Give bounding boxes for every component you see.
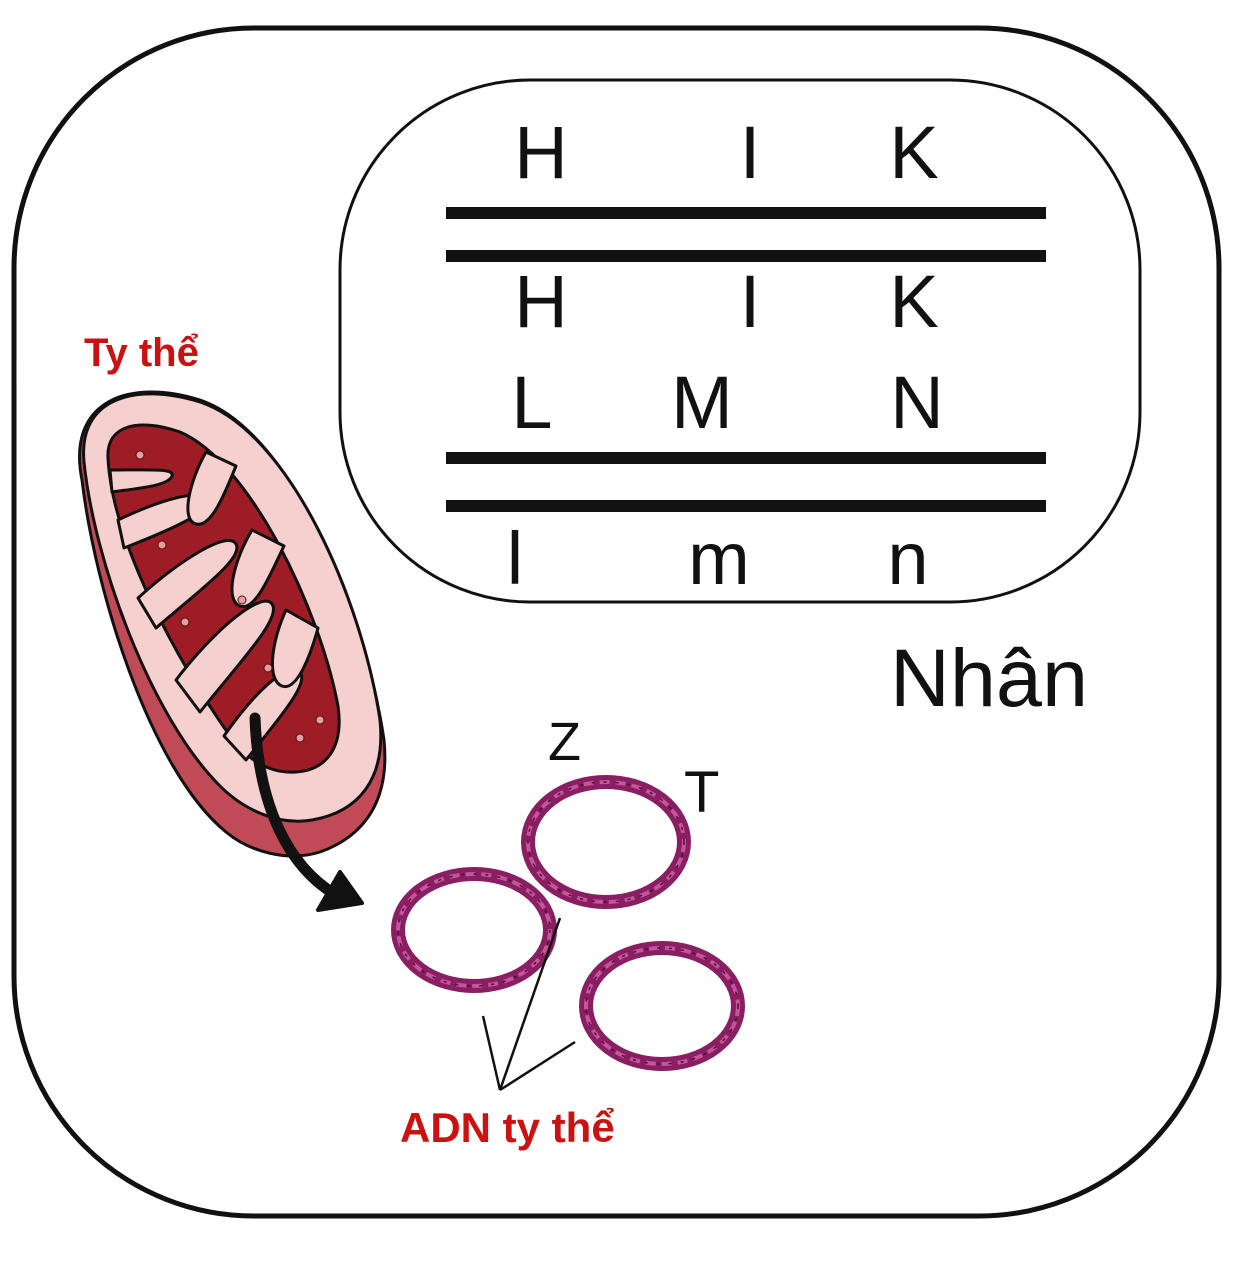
gene-label: H xyxy=(514,260,567,343)
chromosome-pair-1: H I K H I K xyxy=(446,111,1046,343)
chromosome-line xyxy=(446,207,1046,219)
mitochondrion-cristae xyxy=(108,450,320,762)
chromosome-line xyxy=(446,250,1046,262)
gene-label: M xyxy=(671,361,733,444)
circular-dna-icon xyxy=(521,775,691,909)
circular-dna-icon xyxy=(391,867,557,993)
gene-label: I xyxy=(740,260,761,343)
gene-label: m xyxy=(688,517,750,600)
gene-label: l xyxy=(507,517,523,600)
gene-label: K xyxy=(889,111,938,194)
gene-label: K xyxy=(889,260,938,343)
mtdna-pointer-lines xyxy=(481,917,576,1092)
gene-z-label: Z xyxy=(548,712,581,772)
mtdna-label: ADN ty thể xyxy=(400,1104,615,1151)
mtdna-rings xyxy=(391,775,745,1071)
chromosome-pair-2: L M N l m n xyxy=(446,361,1046,600)
gene-label: I xyxy=(740,111,761,194)
gene-label: n xyxy=(887,517,928,600)
gene-label: N xyxy=(890,361,943,444)
chromosome-line xyxy=(446,452,1046,464)
chromosome-line xyxy=(446,500,1046,512)
circular-dna-icon xyxy=(579,941,745,1071)
gene-label: H xyxy=(514,111,567,194)
mitochondrion-label: Ty thể xyxy=(84,331,199,375)
nucleus: H I K H I K L M N l m n xyxy=(338,78,1142,604)
nucleus-label: Nhân xyxy=(890,633,1088,724)
gene-t-label: T xyxy=(684,760,719,825)
curved-arrow-icon xyxy=(249,712,364,912)
mitochondrion-icon xyxy=(78,390,387,858)
gene-label: L xyxy=(511,361,552,444)
